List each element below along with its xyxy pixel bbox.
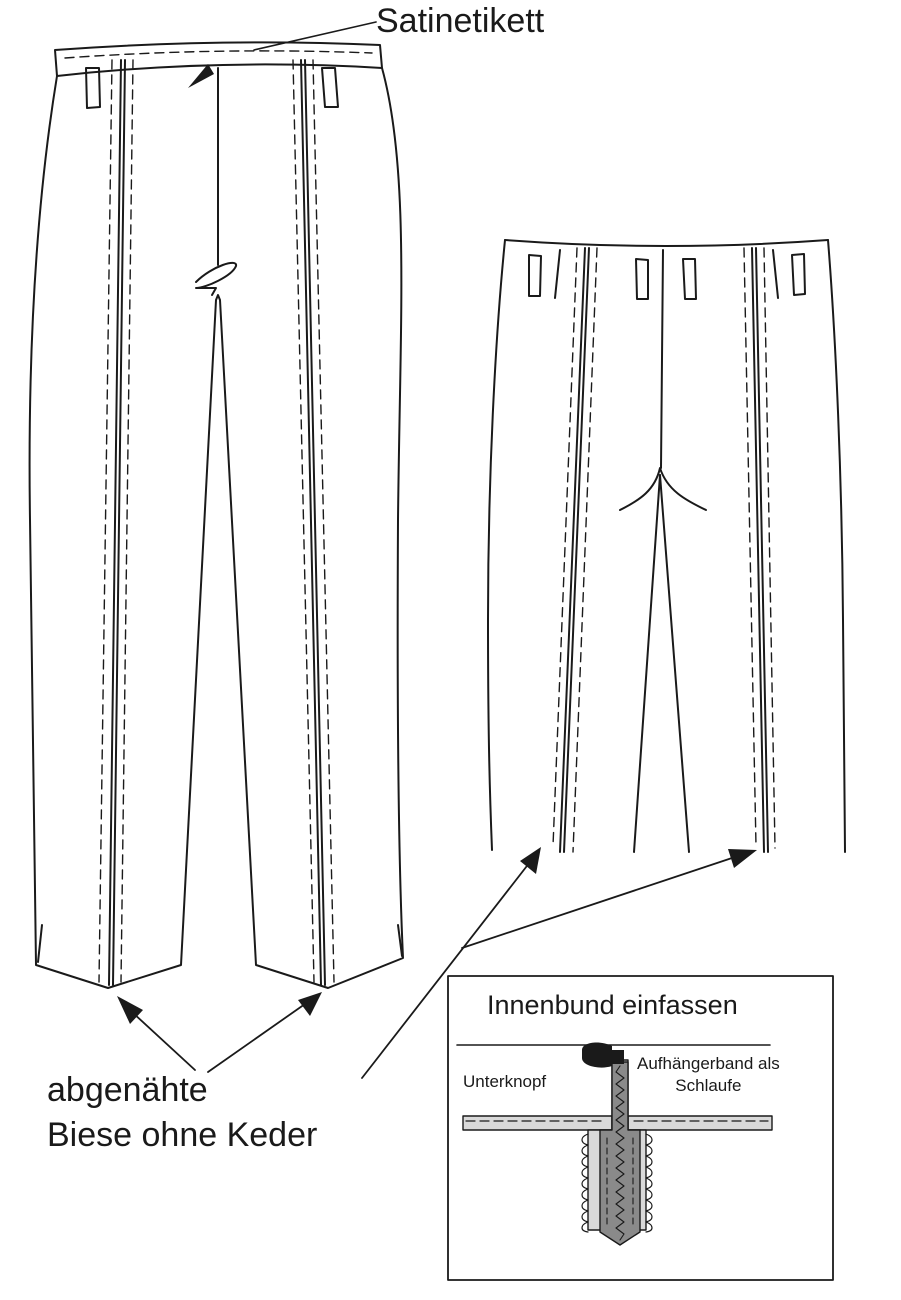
front-view xyxy=(28,41,404,989)
back-inner-leg-right xyxy=(659,474,690,853)
inset-right-label-line-1: Aufhängerband als xyxy=(637,1054,780,1073)
back-pocket-4 xyxy=(791,253,806,296)
inset-band-right xyxy=(627,1115,773,1131)
front-pocket-right xyxy=(321,67,339,108)
arrow-back-right-line xyxy=(461,855,739,949)
front-outline xyxy=(28,67,404,989)
pintuck-caption-line-2: Biese ohne Keder xyxy=(47,1116,318,1154)
inset-band-left xyxy=(462,1115,613,1131)
arrow-front-left-line xyxy=(131,1011,196,1071)
inset-frame xyxy=(447,975,834,1281)
front-pocket-left xyxy=(85,67,101,109)
front-hem-slit-right xyxy=(397,924,403,957)
back-outline-right xyxy=(827,239,846,853)
front-fly-curl xyxy=(195,261,237,296)
back-left-pintuck-stitch-2 xyxy=(572,247,598,853)
arrow-front-left-head xyxy=(117,996,143,1024)
inset-title: Innenbund einfassen xyxy=(487,990,738,1020)
back-view xyxy=(487,239,846,853)
back-dart-left xyxy=(554,249,561,299)
front-left-pintuck-stitch-1 xyxy=(98,59,113,983)
inset-zigzag-stitch xyxy=(615,1065,625,1241)
inset-overlock-left xyxy=(581,1133,589,1233)
front-left-pintuck-line-1 xyxy=(108,59,122,986)
front-right-pintuck-line-1 xyxy=(300,59,322,986)
inset-right-label: Aufhängerband als Schlaufe xyxy=(637,1053,780,1097)
satin-label-text: Satinetikett xyxy=(376,2,545,40)
back-pocket-1 xyxy=(528,254,542,297)
front-left-pintuck-stitch-2 xyxy=(120,59,134,983)
back-dart-right xyxy=(772,249,779,299)
back-seat-curve xyxy=(619,467,707,511)
back-left-pintuck-line-2 xyxy=(563,247,590,853)
back-inner-leg-left xyxy=(633,474,661,853)
inset-right-label-line-2: Schlaufe xyxy=(675,1076,742,1095)
back-pocket-2 xyxy=(635,258,649,300)
back-right-pintuck-line-2 xyxy=(755,247,769,853)
arrow-back-left-head xyxy=(520,847,541,874)
inset-overlock-right xyxy=(645,1133,653,1233)
front-waistband-stitch xyxy=(64,50,373,59)
back-waistband-line xyxy=(504,239,829,247)
inset-detail xyxy=(447,975,834,1281)
satin-label-marker xyxy=(188,64,214,88)
arrow-front-right-line xyxy=(207,1003,306,1073)
inset-left-label: Unterknopf xyxy=(463,1072,547,1091)
front-right-pintuck-stitch-1 xyxy=(292,59,315,983)
back-center-seam xyxy=(660,249,664,469)
back-right-pintuck-stitch-2 xyxy=(763,247,776,849)
arrow-front-right-head xyxy=(298,992,322,1016)
front-right-pintuck-line-2 xyxy=(304,59,326,986)
back-left-pintuck-line-1 xyxy=(559,247,586,853)
inset-button-shank xyxy=(612,1050,624,1064)
back-outline-left xyxy=(487,239,506,851)
back-left-pintuck-stitch-1 xyxy=(552,247,578,847)
back-pocket-3 xyxy=(682,258,697,300)
arrow-back-left-line xyxy=(361,861,531,1079)
front-hem-slit-left xyxy=(37,924,43,963)
pintuck-caption: abgenähte Biese ohne Keder xyxy=(47,1068,317,1158)
back-right-pintuck-line-1 xyxy=(751,247,765,853)
inset-button-icon xyxy=(582,1042,612,1068)
front-left-pintuck-line-2 xyxy=(112,59,126,986)
pointer-arrows xyxy=(117,847,757,1079)
pintuck-caption-line-1: abgenähte xyxy=(47,1071,208,1109)
back-right-pintuck-stitch-1 xyxy=(743,247,757,847)
satin-leader-line xyxy=(253,21,377,51)
front-right-pintuck-stitch-2 xyxy=(312,59,335,983)
arrow-back-right-head xyxy=(728,849,757,868)
